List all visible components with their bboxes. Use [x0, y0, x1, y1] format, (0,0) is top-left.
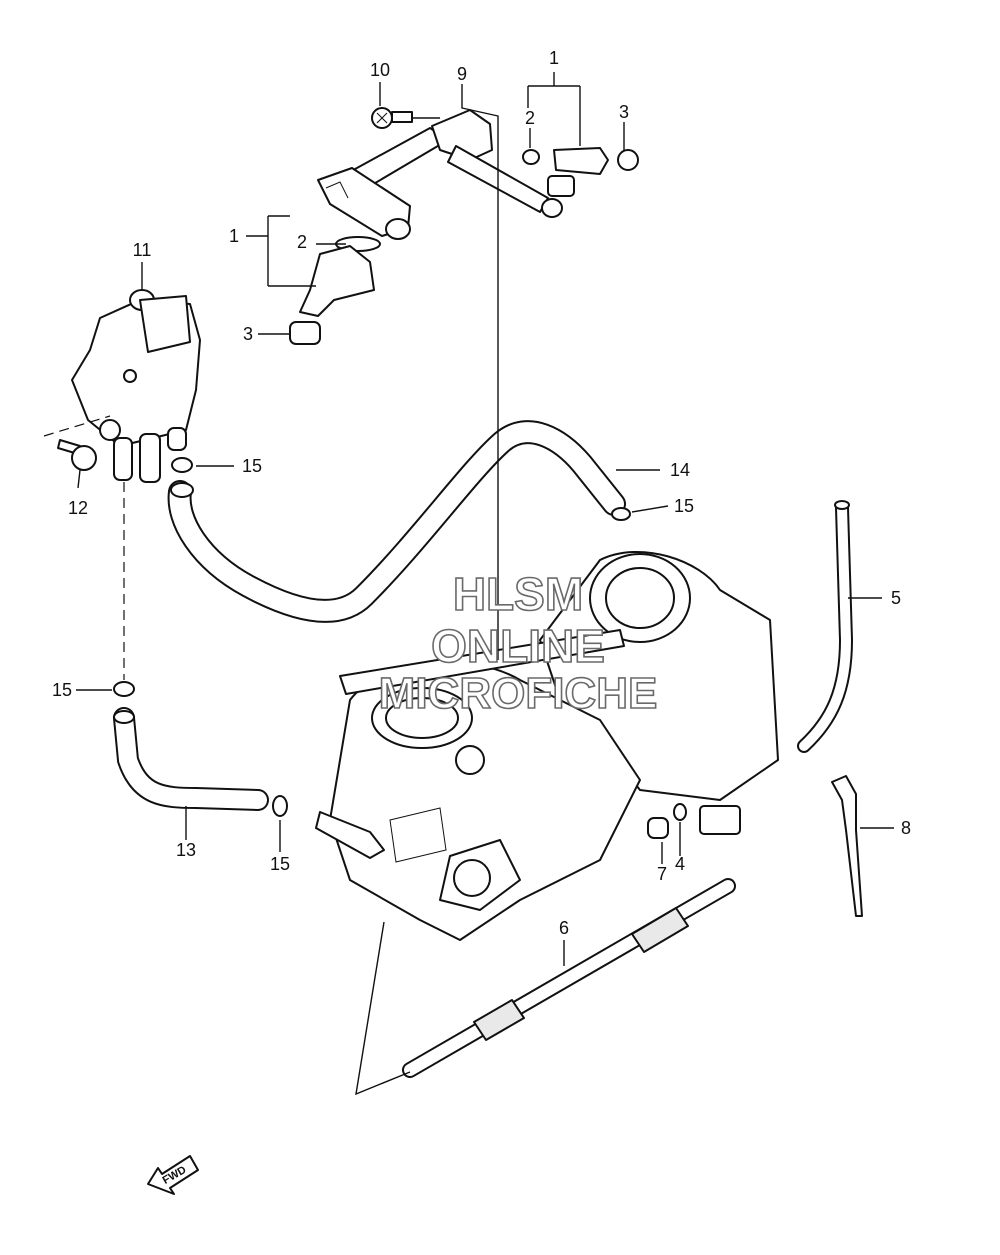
callout-15-d: 15: [270, 854, 290, 874]
fwd-arrow-icon: FWD: [147, 1155, 199, 1195]
cable-6[interactable]: [402, 878, 736, 1078]
callout-4: 4: [675, 854, 685, 874]
clip-4[interactable]: [673, 803, 687, 821]
callout-15-b: 15: [674, 496, 694, 516]
callout-13: 13: [176, 840, 196, 860]
hose-clamp-c[interactable]: [113, 681, 135, 697]
idle-speed-control-valve[interactable]: [71, 289, 201, 483]
callout-2-left: 2: [297, 232, 307, 252]
callout-3-left: 3: [243, 324, 253, 344]
fuel-delivery-pipe[interactable]: [317, 109, 563, 240]
callout-7: 7: [657, 864, 667, 884]
hose-13[interactable]: [113, 707, 269, 811]
callout-1-left: 1: [229, 226, 239, 246]
callout-2-top: 2: [525, 108, 535, 128]
watermark-line-1: HLSM: [453, 568, 583, 620]
watermark-line-2: ONLINE: [431, 620, 605, 672]
throttle-body-assembly[interactable]: [315, 551, 779, 941]
callout-9: 9: [457, 64, 467, 84]
callout-8: 8: [901, 818, 911, 838]
callout-10: 10: [370, 60, 390, 80]
hose-clamp-a[interactable]: [171, 457, 193, 473]
hose-clamp-d[interactable]: [272, 795, 288, 817]
callout-12: 12: [68, 498, 88, 518]
callout-15-c: 15: [52, 680, 72, 700]
cap-7[interactable]: [647, 817, 669, 839]
callout-3-top: 3: [619, 102, 629, 122]
screw-12[interactable]: [57, 439, 97, 471]
fuel-injector-left[interactable]: [289, 236, 381, 345]
watermark-line-3: MICROFICHE: [379, 669, 658, 718]
tie-strap-8[interactable]: [831, 775, 863, 917]
leader-lines: [43, 72, 894, 1096]
hose-14[interactable]: [167, 420, 626, 623]
callout-5: 5: [891, 588, 901, 608]
fuel-injector-top[interactable]: [522, 147, 639, 197]
callout-1-top: 1: [549, 48, 559, 68]
callout-11: 11: [133, 240, 152, 260]
hose-clamp-b[interactable]: [611, 507, 631, 521]
bolt-10[interactable]: [371, 107, 413, 129]
callout-6: 6: [559, 918, 569, 938]
callout-14: 14: [670, 460, 690, 480]
hose-5[interactable]: [797, 500, 854, 753]
callout-15-a: 15: [242, 456, 262, 476]
